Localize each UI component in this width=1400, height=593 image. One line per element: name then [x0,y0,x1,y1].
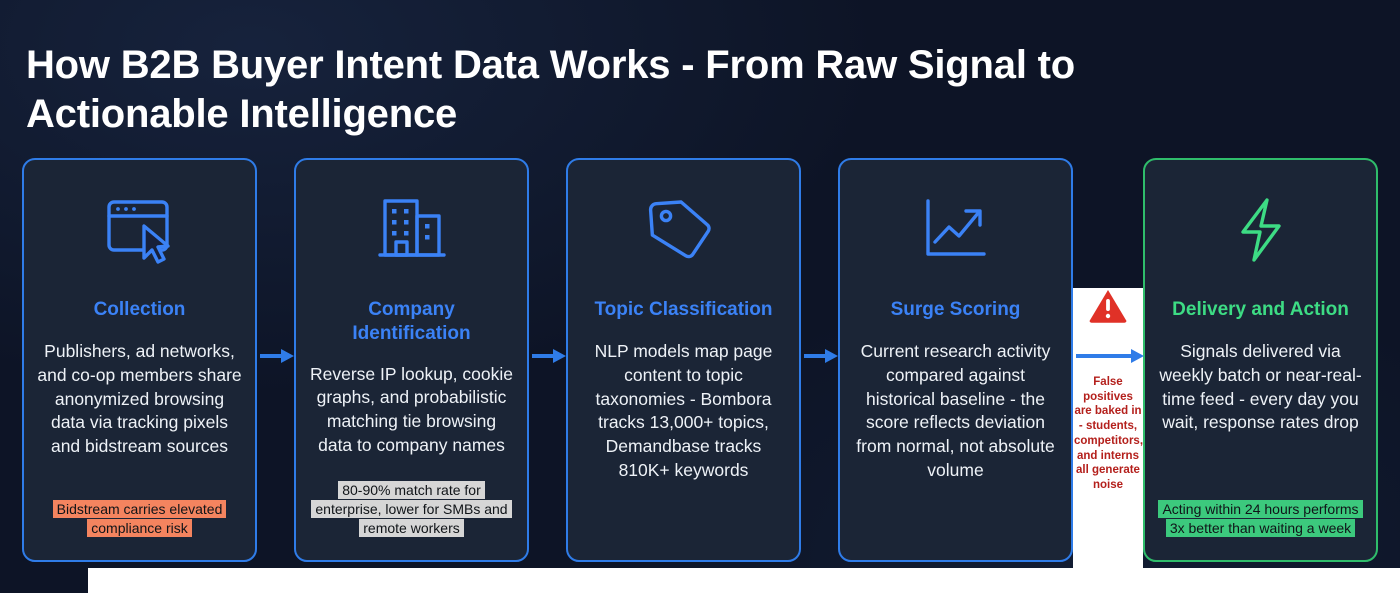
stage-title: Company Identification [352,299,471,345]
stage-note-company-identification: 80-90% match rate for enterprise, lower … [308,481,515,538]
office-building-icon [374,184,450,276]
lightning-bolt-icon [1223,184,1299,276]
stage-body: Signals delivered via weekly batch or ne… [1159,341,1362,433]
browser-window-cursor-icon [102,184,178,276]
price-tag-icon [646,184,722,276]
trending-up-chart-icon [918,184,994,276]
stage-card-collection[interactable]: Collection Publishers, ad networks, and … [22,158,257,562]
stage-card-topic-classification[interactable]: Topic Classification NLP models map page… [566,158,801,562]
stage-body: Publishers, ad networks, and co-op membe… [37,341,242,457]
page-title: How B2B Buyer Intent Data Works - From R… [26,42,1075,136]
stage-note-collection: Bidstream carries elevated compliance ri… [36,500,243,538]
stage-note-text: Bidstream carries elevated compliance ri… [52,500,227,538]
stage-title: Topic Classification [594,299,773,320]
stage-card-delivery-and-action[interactable]: Delivery and Action Signals delivered vi… [1143,158,1378,562]
arrow-right-icon-3 [804,349,838,363]
stage-body: NLP models map page content to topic tax… [594,341,773,480]
stage-note-text: 80-90% match rate for enterprise, lower … [311,481,512,538]
white-backdrop-bottom-strip [88,568,1400,593]
warning-triangle-icon [1088,288,1128,329]
process-flow: Collection Publishers, ad networks, and … [0,158,1400,562]
stage-body: Current research activity compared again… [856,341,1055,480]
stage-card-surge-scoring[interactable]: Surge Scoring Current research activity … [838,158,1073,562]
arrow-right-icon-4 [1076,349,1144,363]
white-backdrop-warning-column [1073,288,1143,593]
arrow-right-icon-1 [260,349,294,363]
warning-callout: False positives are baked in - students,… [1073,288,1143,518]
stage-title: Surge Scoring [890,299,1021,320]
stage-note-delivery-and-action: Acting within 24 hours performs 3x bette… [1157,500,1364,538]
stage-title: Collection [93,299,186,320]
stage-note-text: Acting within 24 hours performs 3x bette… [1158,500,1363,538]
warning-callout-text: False positives are baked in - students,… [1074,376,1144,492]
stage-card-company-identification[interactable]: Company Identification Reverse IP lookup… [294,158,529,562]
arrow-right-icon-2 [532,349,566,363]
stage-title: Delivery and Action [1172,299,1349,320]
stage-body: Reverse IP lookup, cookie graphs, and pr… [310,363,513,456]
